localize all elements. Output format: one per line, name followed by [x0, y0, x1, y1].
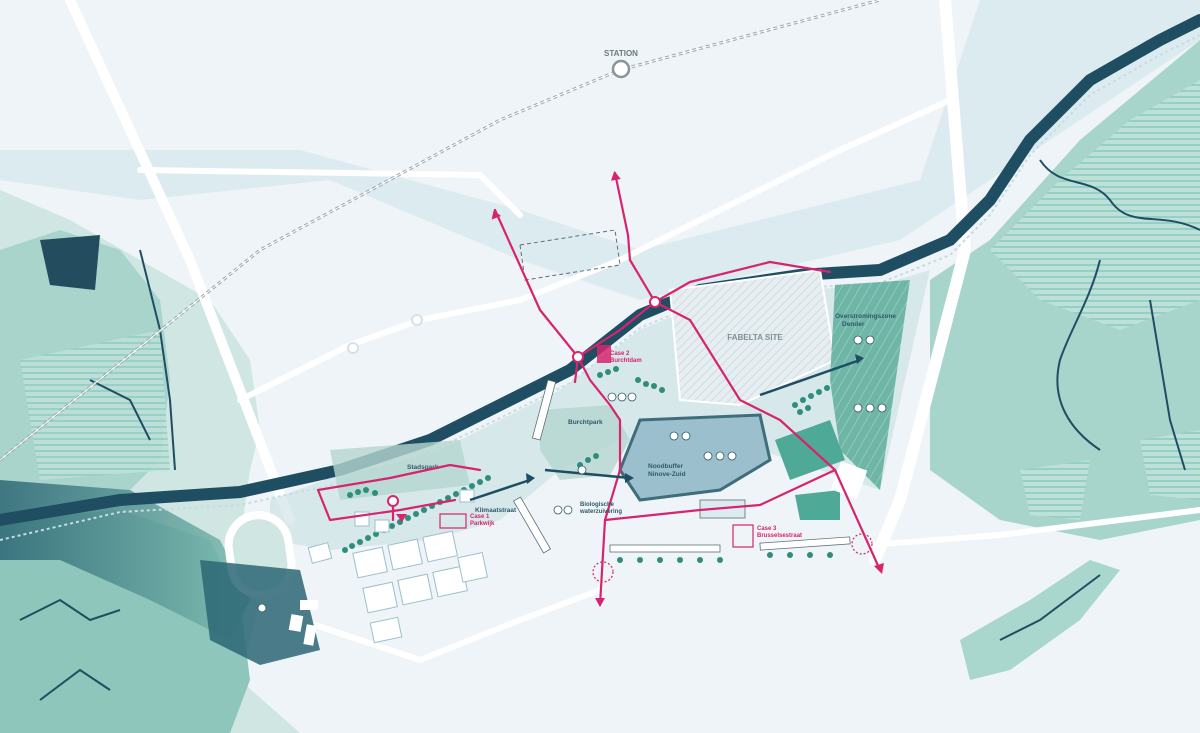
- railway-core: [0, 0, 881, 461]
- case-3-marker[interactable]: [732, 524, 754, 548]
- case-1-label: Case 1: [470, 514, 490, 520]
- planned-plot: [519, 229, 621, 281]
- sports-field: [795, 490, 840, 520]
- buffer-label-2: Ninove-Zuid: [648, 471, 686, 478]
- info-icons[interactable]: [257, 335, 887, 613]
- hatched-patch-east: [1020, 460, 1090, 520]
- stadspark-label: Stadspark: [407, 464, 439, 471]
- route-network: [316, 171, 882, 607]
- fabelta-label: FABELTA SITE: [727, 333, 783, 342]
- buildings-south: [288, 600, 318, 646]
- case-2-marker[interactable]: [597, 345, 611, 363]
- waypoint-icon: [411, 314, 423, 326]
- focus-ring: [851, 533, 873, 555]
- case-1-sublabel: Parkwijk: [470, 521, 495, 527]
- streams-west: [19, 249, 176, 701]
- buffer-label-1: Noodbuffer: [648, 463, 683, 470]
- case-1-marker[interactable]: [439, 513, 467, 529]
- bio-label-1: Biologische: [580, 502, 615, 508]
- bio-label-2: waterzuivering: [579, 509, 622, 515]
- burchtpark[interactable]: [540, 405, 630, 480]
- stadspark[interactable]: [330, 440, 470, 500]
- sports-field: [775, 420, 845, 480]
- case-3-label: Case 3: [757, 526, 777, 532]
- burchtpark-label: Burchtpark: [568, 419, 603, 426]
- flood-shadow: [0, 480, 250, 640]
- water-flow: [469, 358, 861, 502]
- terrain-band: [0, 0, 1200, 300]
- flood-zone-label-2: Dender: [842, 321, 865, 328]
- case-3-sublabel: Brusselsestraat: [757, 533, 802, 539]
- flood-zone-dender[interactable]: [830, 280, 910, 490]
- station-icon[interactable]: [611, 59, 631, 79]
- hatched-nature-east: [990, 80, 1200, 330]
- building: [830, 461, 868, 499]
- housing-blocks: [352, 530, 489, 644]
- waypoint-icon: [347, 342, 359, 354]
- route-node-icon[interactable]: [387, 296, 661, 507]
- route-arrows: [396, 171, 884, 607]
- case-2-label: Case 2: [610, 351, 630, 357]
- buildings-misc: [307, 489, 475, 564]
- streams-east: [999, 159, 1200, 641]
- flow-arrowhead-icon: [526, 354, 864, 484]
- focus-ring: [592, 561, 614, 583]
- flood-zone-label-1: Overstromingszone: [835, 313, 896, 320]
- case-2-sublabel: Burchtdam: [610, 358, 642, 364]
- dark-zone: [200, 560, 320, 665]
- klimaatstraat-label: Klimaatstraat: [475, 507, 517, 514]
- hatched-nature-west: [20, 330, 170, 480]
- fabelta-site[interactable]: [668, 268, 837, 407]
- station-label: STATION: [604, 49, 638, 58]
- hatched-patch-east-2: [1140, 430, 1200, 500]
- pond-west: [40, 235, 100, 290]
